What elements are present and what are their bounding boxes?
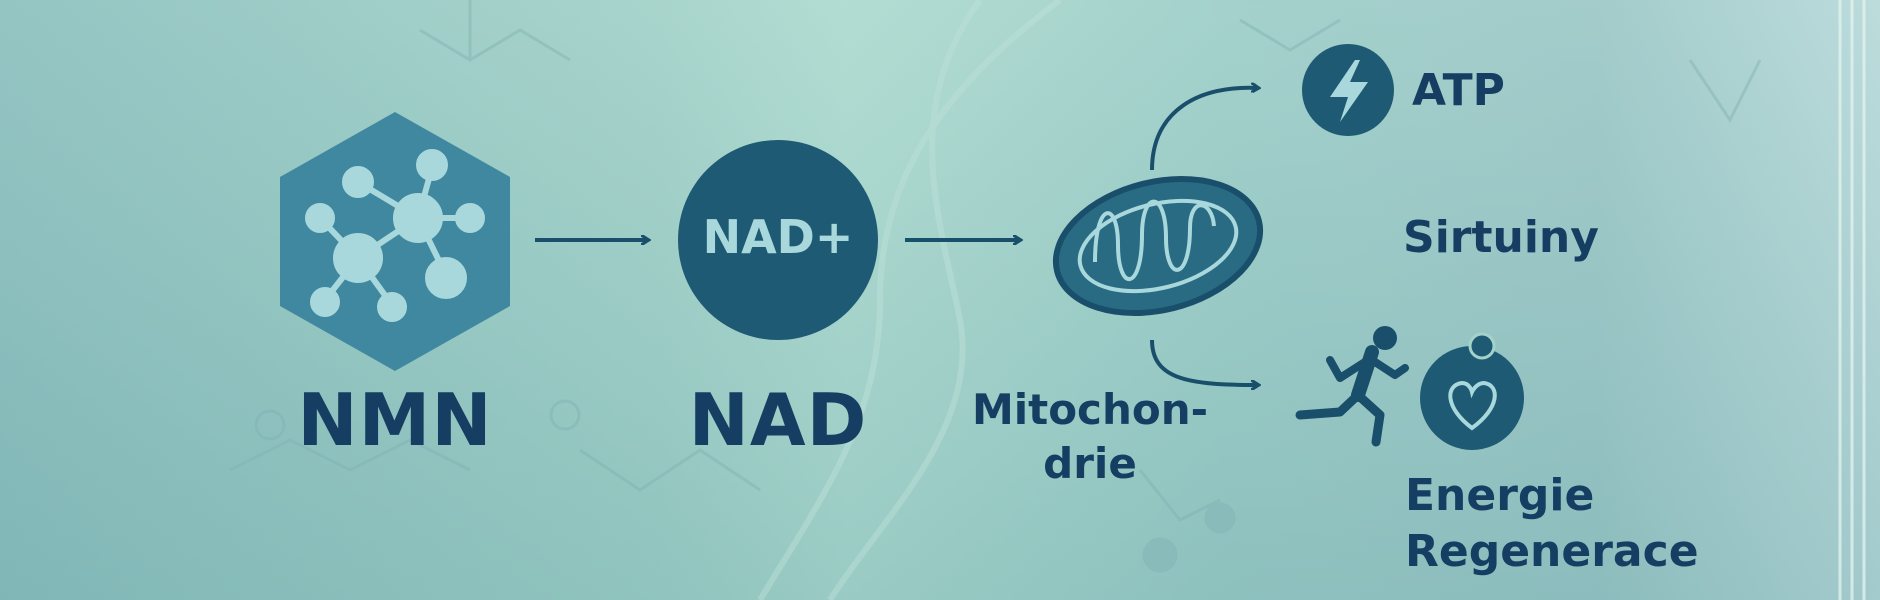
lightning-icon bbox=[1302, 44, 1394, 136]
nad-label: NAD bbox=[688, 378, 868, 462]
energie-label-line2: Regenerace bbox=[1405, 526, 1699, 577]
running-person-icon bbox=[1295, 326, 1409, 447]
mitochondria-label-line2: drie bbox=[1043, 439, 1137, 488]
mitochondria-label: Mitochon- drie bbox=[940, 383, 1240, 491]
mitochondrion-icon bbox=[1052, 175, 1264, 317]
energie-label-line1: Energie bbox=[1405, 470, 1595, 521]
sirtuiny-label: Sirtuiny bbox=[1403, 212, 1599, 263]
molecule-icon bbox=[305, 149, 485, 322]
energie-regenerace-label: Energie Regenerace bbox=[1405, 468, 1699, 580]
atp-label: ATP bbox=[1412, 65, 1505, 116]
chemical-structure-decoration bbox=[229, 0, 1762, 573]
arrow-mitochondria-to-energie bbox=[1150, 339, 1258, 385]
nad-circle bbox=[678, 140, 878, 340]
nad-plus-badge: NAD+ bbox=[702, 210, 854, 264]
nmn-label: NMN bbox=[297, 378, 493, 462]
edge-stripes-decoration bbox=[1838, 0, 1866, 600]
arrow-mitochondria-to-atp bbox=[1150, 88, 1258, 171]
mitochondria-label-line1: Mitochon- bbox=[971, 385, 1209, 434]
heart-person-icon bbox=[1420, 332, 1524, 450]
dna-helix-decoration bbox=[757, 0, 1062, 600]
nmn-hexagon bbox=[280, 112, 510, 371]
